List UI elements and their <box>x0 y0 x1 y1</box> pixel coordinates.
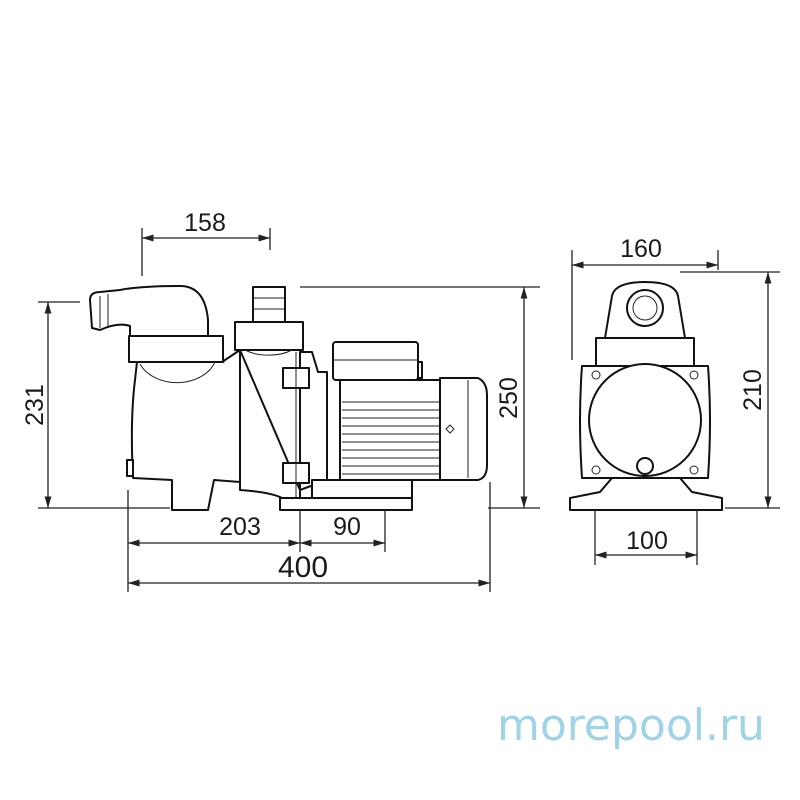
pump-front-view <box>569 281 723 511</box>
dimension-lines <box>44 234 772 587</box>
dim-160: 160 <box>620 235 662 263</box>
dim-158: 158 <box>184 209 226 237</box>
dim-203: 203 <box>219 513 261 541</box>
dim-90: 90 <box>333 513 361 541</box>
pump-side-view <box>89 285 488 511</box>
motor-fins <box>342 401 440 475</box>
dim-400: 400 <box>278 551 328 584</box>
extension-lines <box>38 228 780 592</box>
dim-100: 100 <box>626 527 668 555</box>
watermark: morepool.ru <box>497 700 765 751</box>
dim-250: 250 <box>495 377 523 419</box>
dim-210: 210 <box>739 369 767 411</box>
dim-231: 231 <box>21 384 49 426</box>
